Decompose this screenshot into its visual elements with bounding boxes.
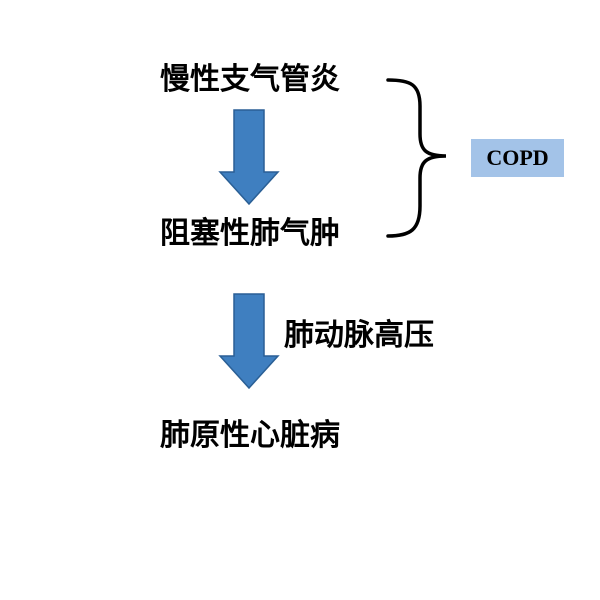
group-brace <box>386 78 447 238</box>
copd-label: COPD <box>486 145 549 170</box>
copd-label-box: COPD <box>471 139 564 177</box>
arrow-down-2 <box>218 293 280 390</box>
node-chronic-bronchitis: 慢性支气管炎 <box>160 62 340 97</box>
node-cor-pulmonale: 肺原性心脏病 <box>160 418 340 453</box>
edge-label-pulmonary-hypertension: 肺动脉高压 <box>284 318 434 353</box>
node-obstructive-emphysema: 阻塞性肺气肿 <box>160 216 340 251</box>
arrow-down-1 <box>218 109 280 206</box>
